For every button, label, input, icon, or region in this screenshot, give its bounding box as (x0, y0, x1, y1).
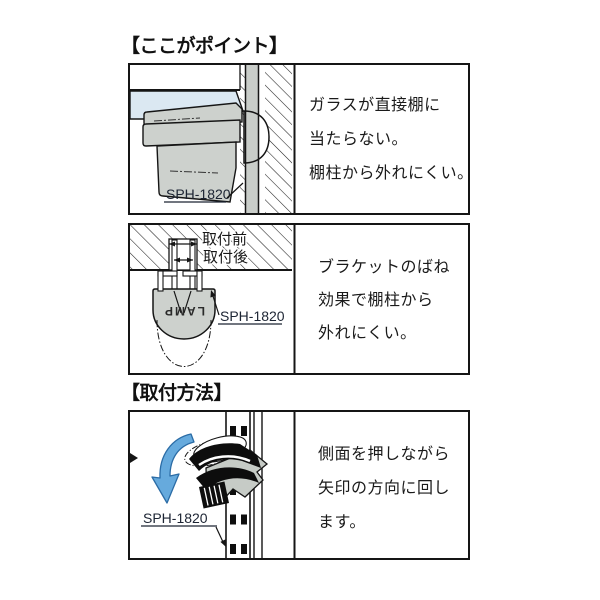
part-label: SPH-1820 (143, 510, 208, 526)
hook-bar-right (196, 270, 203, 292)
point-section-title: 【ここがポイント】 (121, 36, 288, 57)
part-label-leader (215, 526, 224, 543)
lamp-logo: LAMP (163, 304, 205, 318)
caption-line: 当たらない。 (309, 131, 409, 148)
caption-line: ブラケットのばね (318, 259, 451, 276)
part-label-leader (226, 182, 244, 199)
bracket-body (152, 288, 216, 340)
part-label: SPH-1820 (220, 308, 285, 324)
rotation-arrow (151, 433, 195, 504)
bracket-front-view-diagram: 取付前 取付後 LAMP SPH-1820 (130, 225, 296, 373)
panel1-caption: ガラスが直接棚に 当たらない。 棚柱から外れにくい。 (309, 89, 474, 191)
panel-install-method: SPH-1820 側面を押しながら 矢印の方向に回し ます。 (128, 410, 470, 560)
hook-bar-left (157, 270, 164, 292)
part-label-leader (211, 292, 220, 316)
dim-label-before: 取付前 (202, 231, 247, 248)
dim-arrowhead (191, 241, 197, 247)
phantom-position-arc (156, 319, 212, 367)
bracket-front-face (198, 481, 230, 509)
dim-arrowhead (169, 241, 175, 247)
leader-arrowhead (220, 539, 226, 547)
panel3-caption: 側面を押しながら 矢印の方向に回し ます。 (318, 438, 450, 540)
caption-line: ます。 (318, 514, 366, 531)
leader-arrowhead (210, 290, 216, 298)
glass-side-view-diagram: SPH-1820 (130, 65, 296, 213)
shelf-column (245, 65, 259, 213)
centerline-1 (153, 117, 201, 122)
panel-bracket-front-view: 取付前 取付後 LAMP SPH-1820 ブラケットのばね 効果で棚柱から 外… (128, 223, 470, 375)
panel2-caption: ブラケットのばね 効果で棚柱から 外れにくい。 (318, 251, 450, 350)
dim-label-after: 取付後 (203, 249, 248, 266)
caption-line: 側面を押しながら (318, 446, 451, 463)
centerline-2 (169, 170, 219, 174)
dim-arrowhead (187, 257, 193, 263)
spring-legs (173, 290, 192, 314)
panel-glass-side-view: SPH-1820 ガラスが直接棚に 当たらない。 棚柱から外れにくい。 (128, 63, 473, 215)
part-label: SPH-1820 (166, 186, 231, 202)
dim-arrowhead (174, 257, 180, 263)
panel-divider (293, 225, 296, 373)
shelf-section-hatch (130, 225, 292, 270)
install-section-title: 【取付方法】 (121, 383, 233, 404)
caption-line: 棚柱から外れにくい。 (309, 165, 474, 182)
bracket-highlight (198, 455, 251, 467)
prong-tip-right (189, 239, 196, 291)
upper-shelf (130, 65, 240, 90)
panel-divider (293, 65, 296, 213)
bracket-lower-arm (156, 141, 237, 203)
install-method-diagram: SPH-1820 (130, 412, 296, 558)
panel-divider (293, 412, 296, 558)
caption-line: 矢印の方向に回し (318, 480, 451, 497)
bracket-middle-bar (142, 119, 241, 147)
prong-tip-left (171, 239, 178, 291)
bracket-hook-bump-outline (243, 110, 270, 164)
caption-line: 効果で棚柱から (318, 292, 434, 309)
press-arrow (130, 453, 138, 463)
caption-line: ガラスが直接棚に (309, 97, 441, 114)
caption-line: 外れにくい。 (318, 325, 417, 342)
